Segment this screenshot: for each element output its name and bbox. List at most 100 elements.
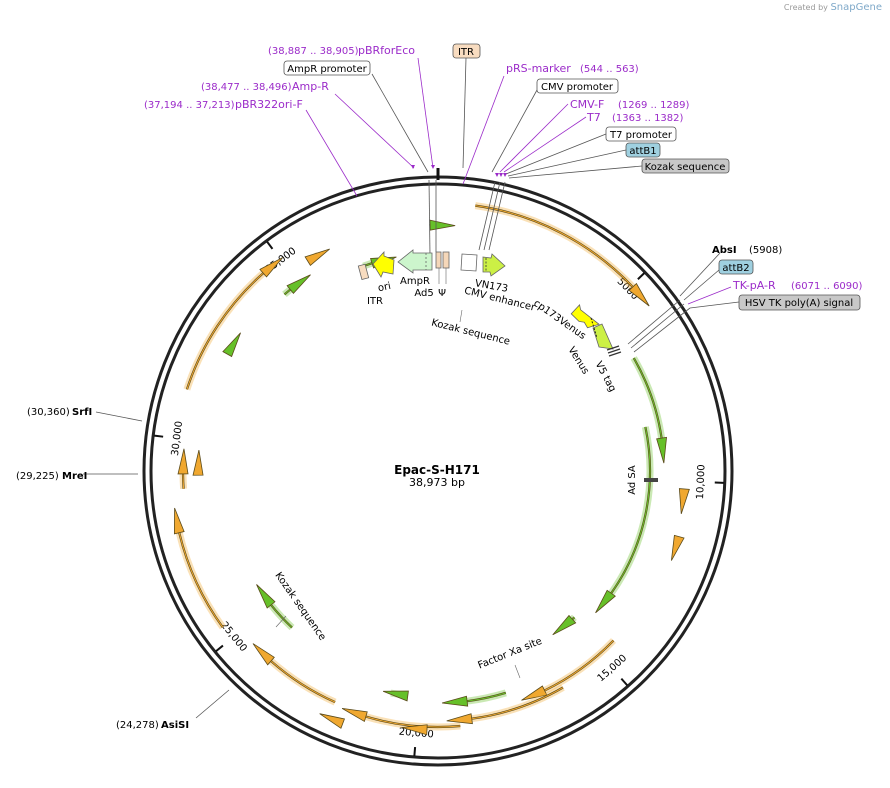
- tick-label-5: 30,000: [170, 420, 185, 456]
- snapgene-logo: SnapGene: [830, 2, 882, 13]
- leader-line-22: [483, 181, 501, 251]
- primer-site-marker-0: [411, 165, 415, 169]
- leader-line-24: [627, 299, 681, 345]
- cmv-promoter-label: CMV promoter: [541, 82, 614, 93]
- feature-arrowhead-21: [286, 274, 311, 295]
- cmv-promoter-box: [536, 78, 619, 94]
- primer-pbr322ori-f-range: (37,194 .. 37,213): [144, 100, 235, 111]
- tick-mark-5: [154, 434, 164, 438]
- feature-arc-core-16: [178, 532, 224, 628]
- leader-line-13: [683, 269, 720, 301]
- factor-xa-leader: [514, 664, 521, 679]
- v5-tag-label: V5 tag: [593, 360, 618, 394]
- feature-arrowhead-13: [319, 713, 346, 729]
- feature-arrowhead-2: [656, 436, 667, 464]
- backbone-inner-ring: [149, 182, 727, 760]
- ori-label: ori: [377, 281, 392, 294]
- feature-arc-glow-14: [268, 658, 337, 706]
- leader-line-15: [689, 301, 740, 309]
- attb1-box: [625, 142, 661, 158]
- leader-line-11: [508, 165, 643, 179]
- tick-mark-6: [266, 241, 274, 250]
- leader-line-10: [507, 149, 627, 177]
- leader-line-0: [417, 57, 434, 169]
- hsv-tk-polya-box: [738, 294, 861, 311]
- feature-arrowhead-20: [222, 332, 241, 358]
- kozak-top-box: [641, 158, 730, 174]
- primer-prs-marker-range: (544 .. 563): [580, 64, 639, 75]
- psi-label: Ψ: [438, 288, 446, 299]
- vn173-feature-arrow: [482, 253, 506, 277]
- enzyme-absi-range: (5908): [749, 245, 782, 256]
- primer-pbrforeco-label: pBRforEco: [358, 44, 415, 57]
- feature-arc-core-14: [270, 660, 336, 703]
- kozak-left-label: Kozak sequence: [272, 570, 327, 642]
- leader-line-9: [505, 133, 607, 175]
- feature-arc-glow-19: [183, 270, 266, 391]
- feature-arrowhead-11: [401, 724, 428, 736]
- feature-arrowhead-4: [678, 488, 690, 515]
- feature-arc-core-2: [633, 357, 663, 439]
- hsv-tk-polya-label: HSV TK poly(A) signal: [745, 298, 853, 309]
- ampr-promoter-box: [283, 60, 371, 76]
- leader-line-19: [428, 179, 431, 256]
- kozak-top-inner-label: Kozak sequence: [430, 317, 511, 347]
- kozak-top-inner-leader: [459, 309, 463, 323]
- leader-line-3: [462, 75, 505, 185]
- v5-tag-mark-3: [608, 351, 622, 357]
- venus-feature-arrow: [592, 323, 614, 350]
- enzyme-asisi-range: (24,278): [116, 720, 159, 731]
- plasmid-name: Epac-S-H171: [394, 463, 480, 477]
- leader-line-5: [491, 89, 538, 173]
- tick-mark-0: [637, 272, 646, 280]
- itr-inner-label: ITR: [367, 296, 383, 307]
- leader-layer: [83, 57, 740, 719]
- feature-arrowhead-9: [441, 695, 469, 707]
- feature-layer: [173, 202, 690, 736]
- feature-arrowhead-17: [177, 448, 189, 475]
- ampr-label: AmpR: [400, 276, 430, 287]
- feature-arc-core-3: [610, 426, 651, 594]
- leader-line-23: [488, 181, 506, 251]
- feature-arrowhead-3: [595, 589, 616, 614]
- feature-arrowhead-12: [382, 690, 409, 702]
- ampr-feature-arrow: [397, 249, 433, 274]
- tick-mark-2: [620, 677, 629, 687]
- feature-arrowhead-6: [521, 685, 548, 701]
- feature-arc-glow-2: [630, 356, 666, 439]
- leader-line-14: [687, 286, 732, 305]
- feature-arc-glow-8: [471, 684, 565, 723]
- credit-prefix: Created by: [783, 3, 828, 12]
- enzyme-mrei-label: MreI: [62, 471, 87, 482]
- feature-arrowhead-22: [304, 248, 330, 266]
- ad5-feature: [435, 251, 442, 269]
- ad-sa-label: Ad SA: [627, 465, 638, 495]
- primer-prs-marker-label: pRS-marker: [506, 62, 571, 75]
- leader-line-18: [195, 689, 230, 719]
- kozak-left-leader: [275, 615, 287, 628]
- feature-arrowhead-0: [628, 282, 650, 307]
- plasmid-size: 38,973 bp: [409, 476, 465, 489]
- primer-tk-pa-r-range: (6071 .. 6090): [791, 281, 863, 292]
- leader-line-2: [371, 73, 429, 173]
- feature-arc-core-19: [186, 272, 264, 390]
- feature-arc-core-0: [475, 205, 634, 288]
- ad-sa-feature: [644, 478, 658, 482]
- tick-label-1: 10,000: [695, 464, 707, 499]
- primer-pbr322ori-f-label: pBR322ori-F: [235, 98, 303, 111]
- primer-cmv-f-range: (1269 .. 1289): [618, 100, 690, 111]
- leader-line-7: [305, 109, 358, 197]
- feature-arc-core-6: [544, 640, 614, 691]
- primer-pbrforeco-range: (38,887 .. 38,905): [268, 46, 359, 57]
- psi-feature: [442, 251, 450, 269]
- attb1-label: attB1: [629, 146, 656, 157]
- tick-mark-3: [413, 746, 417, 757]
- v5-tag-mark-2: [607, 348, 621, 354]
- leader-line-6: [499, 103, 569, 173]
- primer-t7-range: (1363 .. 1382): [612, 113, 684, 124]
- attb2-label: attB2: [722, 263, 749, 274]
- venus-label: Venus: [565, 345, 590, 376]
- leader-line-21: [478, 181, 496, 251]
- enzyme-asisi-label: AsiSI: [161, 720, 189, 731]
- feature-arrowhead-8: [446, 713, 473, 725]
